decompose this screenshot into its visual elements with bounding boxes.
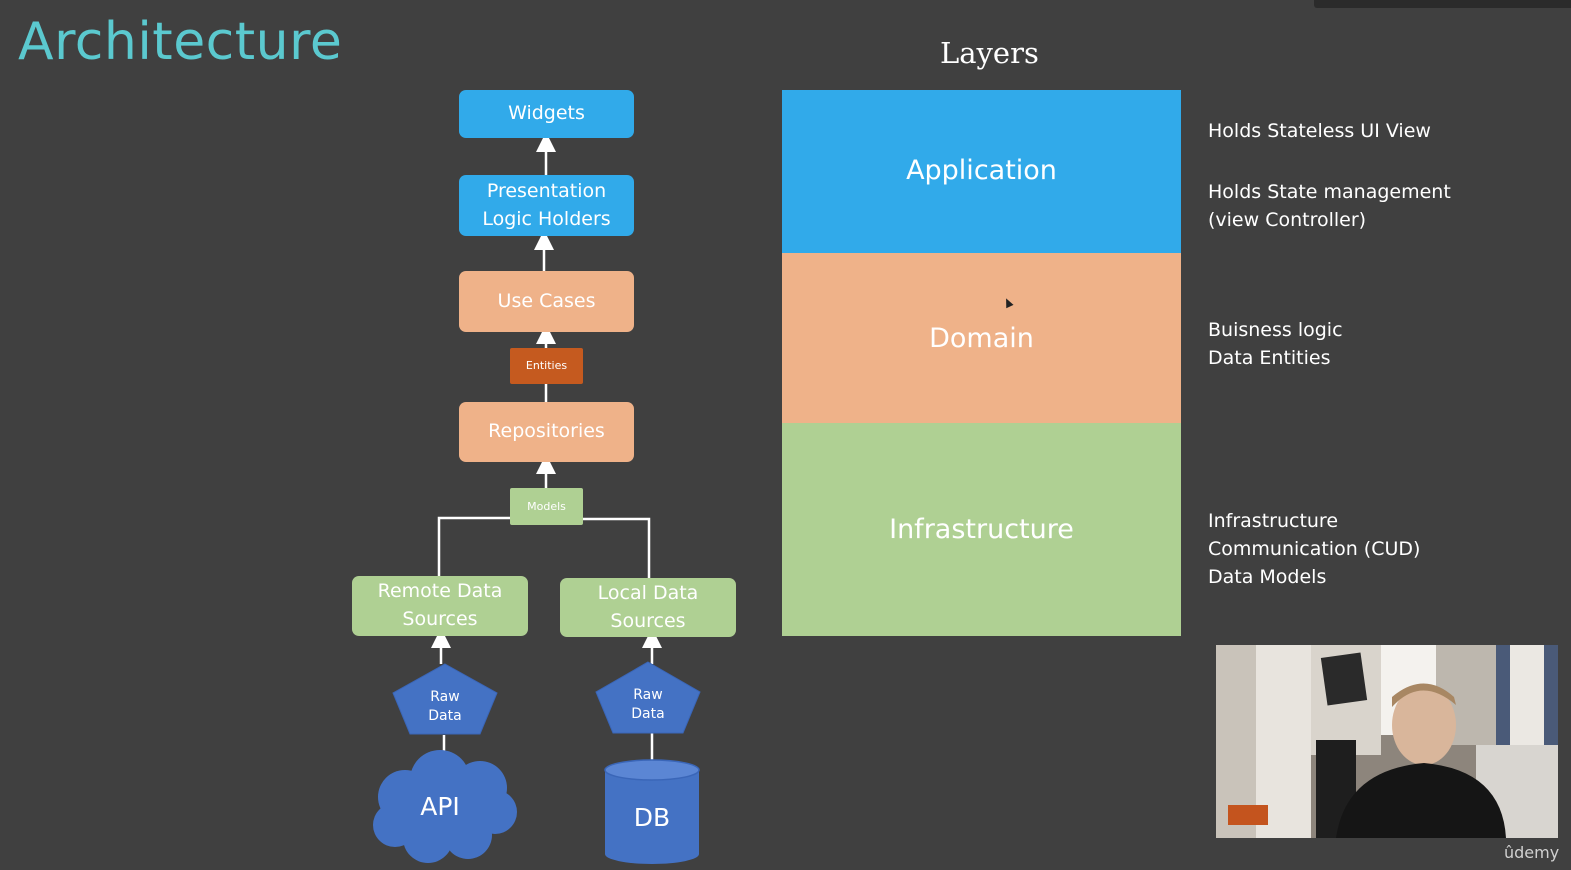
repositories-label: Repositories — [488, 420, 605, 443]
note-infrastructure: Infrastructure — [1208, 510, 1339, 532]
db-label: DB — [605, 798, 699, 838]
presentation-label-line2: Logic Holders — [482, 207, 611, 230]
note-state-management: Holds State management — [1208, 181, 1451, 203]
widgets-box: Widgets — [459, 90, 634, 138]
raw-data-left-shape — [392, 663, 498, 735]
layers-heading: Layers — [940, 36, 1039, 70]
udemy-logo: ûdemy — [1504, 843, 1560, 862]
line-local-to-models — [582, 517, 651, 578]
remote-label-line2: Sources — [402, 608, 478, 630]
api-text: API — [420, 791, 460, 821]
local-label-line2: Sources — [610, 609, 686, 632]
remote-data-sources-box: Remote Data Sources — [352, 576, 528, 636]
note-stateless-ui: Holds Stateless UI View — [1208, 120, 1431, 142]
application-note-1: Holds Stateless UI View — [1208, 117, 1431, 145]
webcam-scene — [1216, 645, 1558, 838]
page-title: Architecture — [18, 12, 343, 72]
entities-label: Entities — [525, 359, 568, 373]
raw-data-left-line2: Data — [428, 708, 462, 724]
db-text: DB — [633, 802, 671, 832]
raw-data-left-label: Raw Data — [405, 686, 485, 728]
raw-data-right-line2: Data — [631, 706, 665, 722]
line-remote-to-models — [437, 516, 510, 576]
widgets-label: Widgets — [508, 102, 585, 125]
models-label: Models — [527, 499, 566, 513]
use-cases-label: Use Cases — [497, 289, 596, 312]
window-controls-bar — [1314, 0, 1571, 8]
note-data-models: Data Models — [1208, 566, 1327, 588]
domain-layer: Domain — [782, 253, 1181, 423]
raw-data-left-line1: Raw — [430, 689, 460, 706]
raw-data-right-label: Raw Data — [608, 684, 688, 726]
application-note-2: Holds State management (view Controller) — [1208, 178, 1451, 234]
application-layer: Application — [782, 90, 1181, 255]
note-data-entities: Data Entities — [1208, 347, 1331, 369]
repositories-box: Repositories — [459, 402, 634, 462]
application-layer-label: Application — [906, 155, 1057, 186]
presentation-label-line1: Presentation — [486, 179, 607, 202]
raw-data-right-line1: Raw — [633, 687, 663, 704]
domain-note: Buisness logic Data Entities — [1208, 316, 1343, 372]
note-business-logic: Buisness logic — [1208, 319, 1343, 341]
note-communication: Communication (CUD) — [1208, 538, 1421, 560]
use-cases-box: Use Cases — [459, 271, 634, 332]
infrastructure-note: Infrastructure Communication (CUD) Data … — [1208, 507, 1420, 591]
infrastructure-layer-label: Infrastructure — [889, 514, 1074, 545]
local-label-line1: Local Data — [597, 581, 699, 604]
models-box: Models — [510, 488, 583, 525]
remote-label-line1: Remote Data — [377, 580, 503, 603]
local-data-sources-box: Local Data Sources — [560, 578, 736, 637]
api-cloud-shape — [373, 750, 517, 863]
note-view-controller: (view Controller) — [1208, 209, 1367, 231]
raw-data-right-shape — [595, 661, 701, 734]
webcam-video-overlay — [1216, 645, 1558, 838]
presentation-logic-holders-box: Presentation Logic Holders — [459, 175, 634, 236]
infrastructure-layer: Infrastructure — [782, 423, 1181, 636]
api-label: API — [395, 787, 485, 827]
entities-box: Entities — [510, 348, 583, 384]
db-cylinder-shape — [604, 759, 700, 864]
domain-layer-label: Domain — [929, 322, 1034, 354]
